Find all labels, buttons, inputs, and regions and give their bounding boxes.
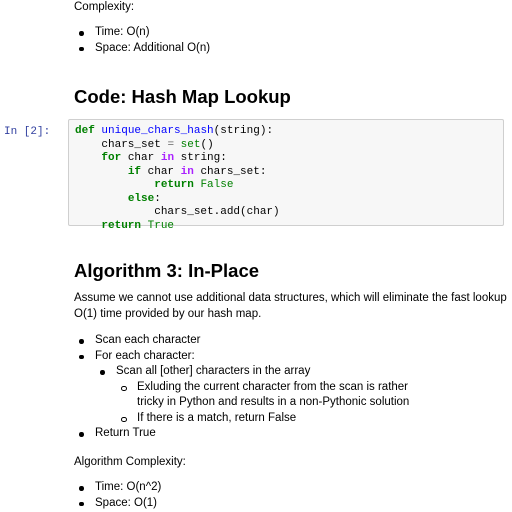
algorithm-steps-list: Scan each character For each character: …	[74, 333, 409, 442]
operator: =	[167, 138, 175, 151]
keyword: return	[154, 179, 194, 191]
keyword: for	[101, 152, 122, 164]
code-cell[interactable]: def unique_chars_hash(string): chars_set…	[68, 119, 504, 232]
list-item: Time: O(n^2)	[74, 480, 161, 496]
list-item: Scan each character	[74, 333, 409, 349]
list-item: Space: O(1)	[74, 496, 161, 512]
nested-list: Exluding the current character from the …	[116, 380, 409, 427]
list-item: For each character: Scan all [other] cha…	[74, 349, 409, 427]
code-text: chars_set:	[200, 165, 267, 178]
cell-prompt: In [2]:	[4, 126, 51, 138]
list-item: Time: O(n)	[74, 25, 210, 41]
keyword: return	[101, 219, 142, 232]
list-item-label: tricky in Python and results in a non-Py…	[137, 396, 410, 408]
builtin: True	[147, 219, 175, 232]
algorithm-heading: Algorithm 3: In-Place	[74, 260, 260, 281]
code-text: char	[127, 152, 155, 164]
code-text: chars_set	[101, 138, 161, 151]
builtin: set	[180, 138, 201, 151]
code-text: char	[147, 165, 175, 178]
code-text: (string):	[213, 125, 274, 137]
list-item-label: Scan all [other] characters in the array	[116, 365, 311, 377]
code-editor[interactable]: def unique_chars_hash(string): chars_set…	[75, 125, 280, 233]
keyword: else	[127, 192, 155, 205]
code-heading: Code: Hash Map Lookup	[74, 86, 291, 107]
algorithm-complexity-label: Algorithm Complexity:	[74, 456, 186, 468]
list-item: Space: Additional O(n)	[74, 41, 210, 57]
list-item: Return True	[74, 426, 409, 442]
algorithm-description-line-1: Assume we cannot use additional data str…	[74, 292, 507, 304]
keyword: in	[160, 152, 175, 164]
nested-list: Scan all [other] characters in the array…	[95, 364, 409, 426]
function-name: unique_chars_hash	[101, 125, 214, 137]
code-text: :	[154, 192, 161, 205]
code-text: string:	[180, 152, 227, 164]
keyword: if	[127, 165, 142, 178]
list-item: If there is a match, return False	[116, 411, 409, 427]
top-complexity-list: Time: O(n) Space: Additional O(n)	[74, 25, 210, 56]
list-item: Scan all [other] characters in the array…	[95, 364, 409, 426]
algorithm-description-line-2: O(1) time provided by our hash map.	[74, 308, 262, 320]
complexity-label: Complexity:	[74, 1, 135, 13]
code-text: chars_set.add(char)	[154, 206, 280, 218]
list-item-label: For each character:	[95, 349, 195, 362]
builtin: False	[200, 179, 234, 191]
list-item-label: Exluding the current character from the …	[137, 380, 409, 393]
list-item: Exluding the current character from the …	[116, 380, 409, 411]
keyword: def	[75, 125, 95, 137]
keyword: in	[180, 165, 194, 178]
bottom-complexity-list: Time: O(n^2) Space: O(1)	[74, 480, 161, 511]
code-text: ()	[200, 138, 214, 151]
